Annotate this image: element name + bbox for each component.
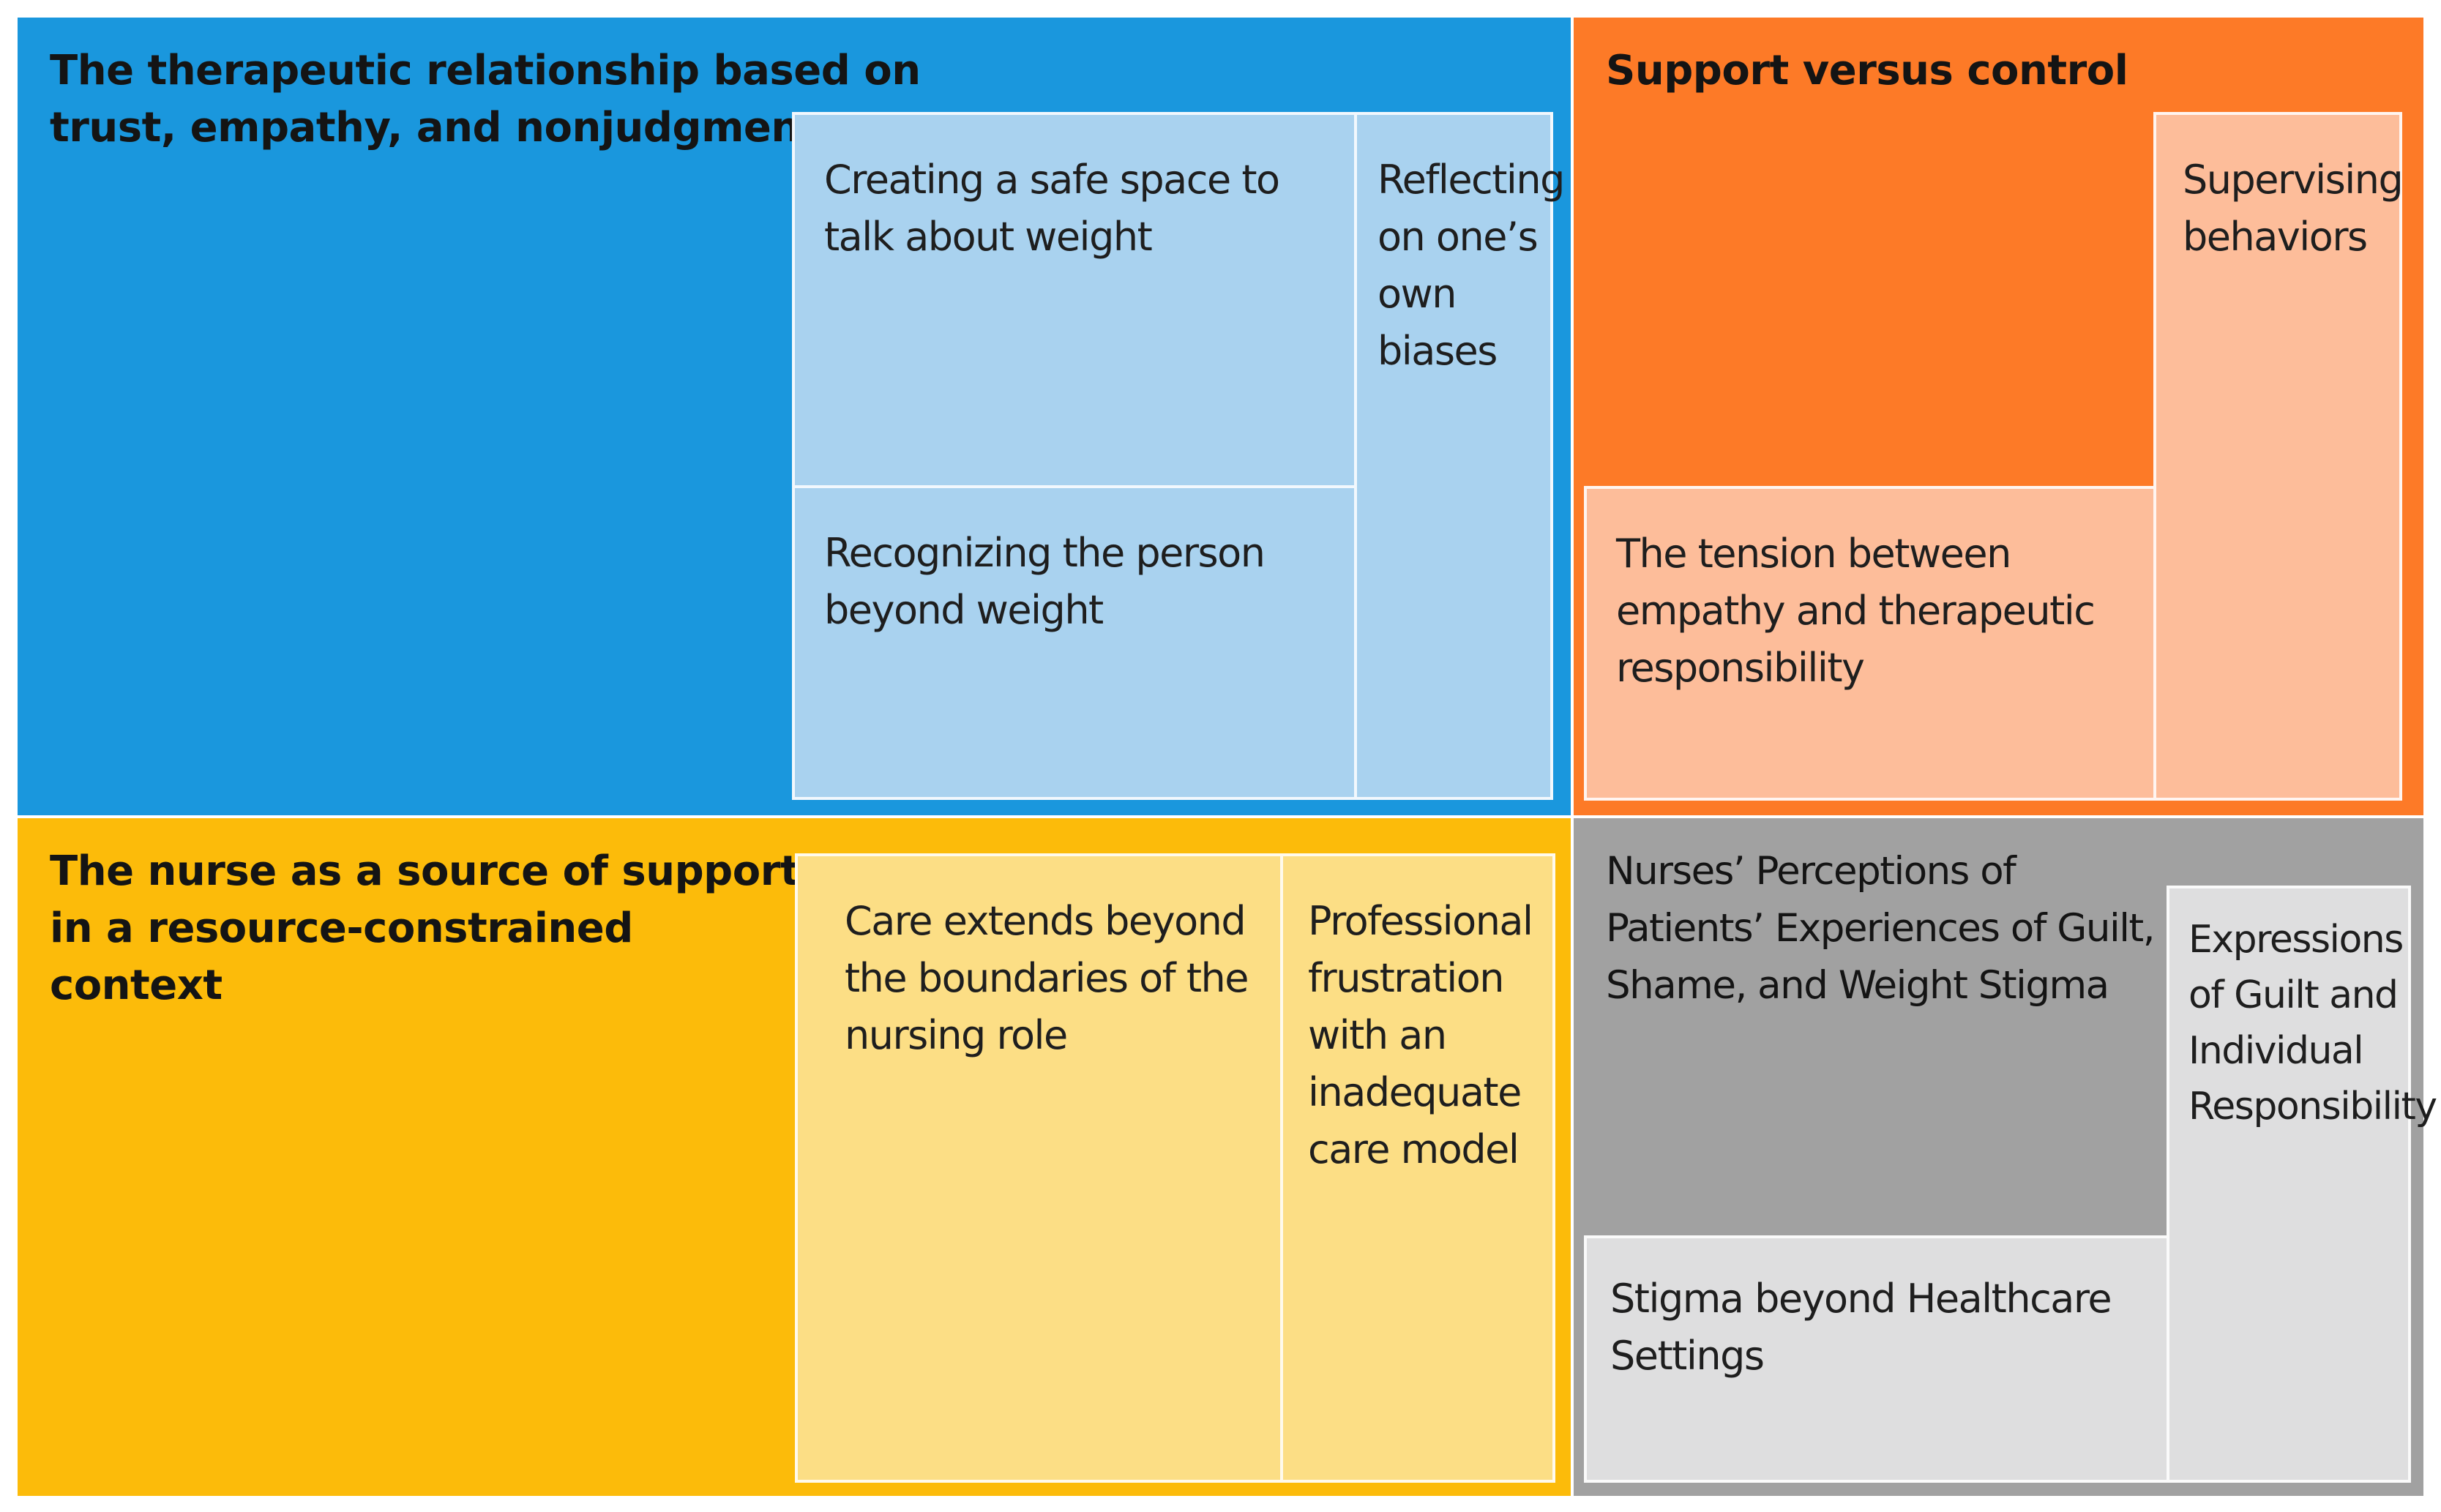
subtheme-label: Care extends beyond the boundaries of th… <box>845 898 1249 1058</box>
subtheme-reflecting-biases: Reflecting on one’s own biases <box>1354 112 1565 800</box>
subtheme-label: Recognizing the person beyond weight <box>824 530 1266 633</box>
theme-title: The therapeutic relationship based on tr… <box>50 47 921 151</box>
subtheme-label: Professional frustration with an inadequ… <box>1308 898 1533 1172</box>
theme-support-versus-control: Support versus control The tension betwe… <box>1574 18 2423 815</box>
subtheme-label: Stigma beyond Healthcare Settings <box>1610 1276 2112 1379</box>
subtheme-tension-empathy-responsibility: The tension between empathy and therapeu… <box>1584 486 2156 801</box>
subtheme-label: Supervising behaviors <box>2183 157 2404 260</box>
subtheme-person-beyond-weight: Recognizing the person beyond weight <box>792 485 1357 800</box>
subtheme-label: Expressions of Guilt and Individual Resp… <box>2188 918 2437 1129</box>
theme-therapeutic-relationship: The therapeutic relationship based on tr… <box>18 18 1571 815</box>
subtheme-label: Reflecting on one’s own biases <box>1377 157 1565 374</box>
theme-title: The nurse as a source of support in a re… <box>50 847 800 1009</box>
subtheme-professional-frustration: Professional frustration with an inadequ… <box>1280 853 1555 1483</box>
subtheme-care-beyond-role: Care extends beyond the boundaries of th… <box>795 853 1283 1483</box>
subtheme-stigma-beyond-healthcare: Stigma beyond Healthcare Settings <box>1584 1235 2169 1483</box>
theme-title: Support versus control <box>1606 47 2128 94</box>
subtheme-safe-space: Creating a safe space to talk about weig… <box>792 112 1357 488</box>
subtheme-label: Creating a safe space to talk about weig… <box>824 157 1280 260</box>
theme-guilt-shame-stigma: Nurses’ Perceptions of Patients’ Experie… <box>1574 818 2437 1496</box>
subtheme-label: The tension between empathy and therapeu… <box>1616 531 2096 691</box>
theme-nurse-source-of-support: The nurse as a source of support in a re… <box>18 818 1571 1496</box>
subtheme-guilt-responsibility: Expressions of Guilt and Individual Resp… <box>2167 886 2437 1483</box>
subtheme-supervising-behaviors: Supervising behaviors <box>2153 112 2404 801</box>
theme-title: Nurses’ Perceptions of Patients’ Experie… <box>1606 849 2156 1008</box>
